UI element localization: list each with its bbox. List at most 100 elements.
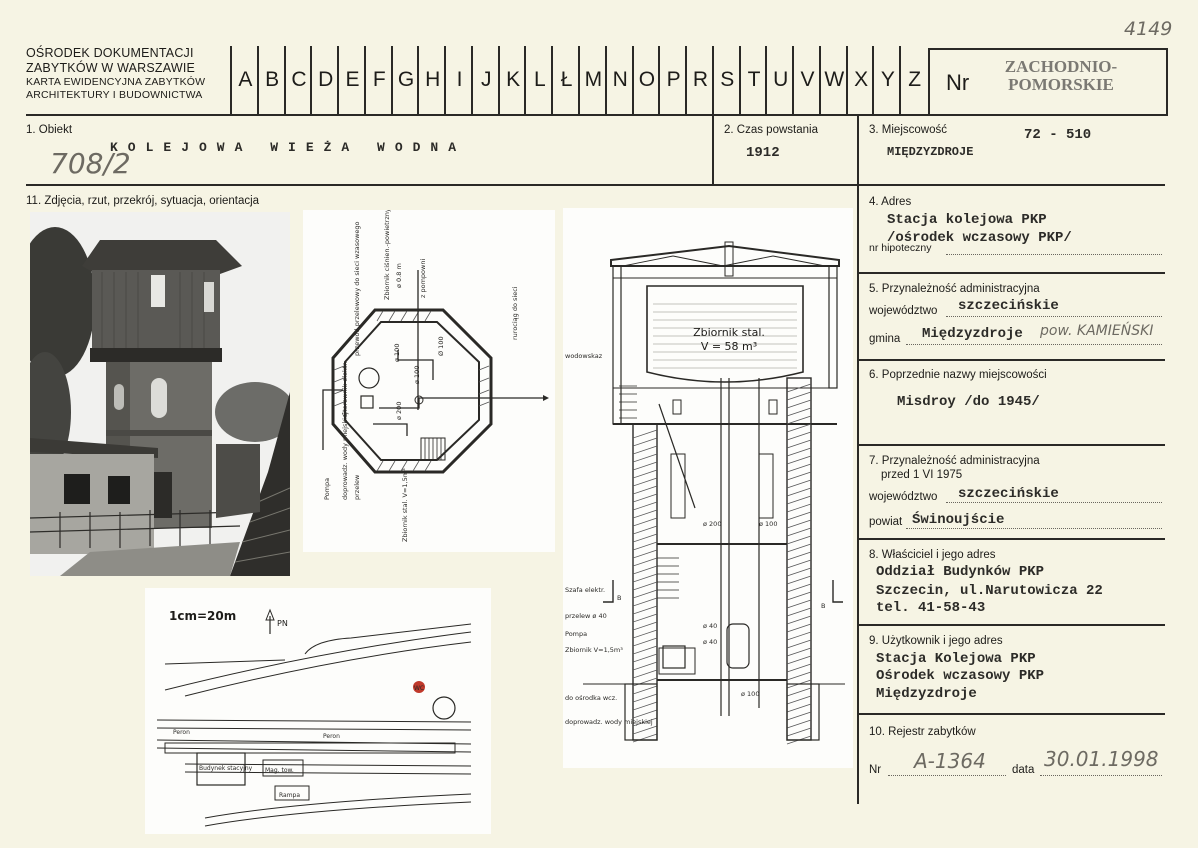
wojewodztwo-value: szczecińskie [958, 298, 1059, 314]
powiat-line [906, 528, 1162, 529]
plan-labels-1: Sterownik elektr. [341, 361, 349, 416]
tower-photograph [30, 212, 290, 576]
site-labels-1: Peron [323, 733, 340, 740]
letter-N: N [604, 46, 634, 114]
plan-labels-12: z pompowni [419, 259, 427, 298]
plan-labels-2: Pompa [323, 478, 331, 500]
plan-labels: przewód przelewowy do sieci wzasowegoSte… [323, 210, 519, 542]
north-label: PN [277, 619, 288, 628]
plan-labels-3: doprowadz. wody miejskiej [341, 412, 349, 500]
section-labels-0: wodowskaz [565, 352, 603, 360]
org-line-3: KARTA EWIDENCYJNA ZABYTKÓW [26, 76, 206, 88]
letter-S: S [711, 46, 741, 114]
region-stamp-line-1: ZACHODNIO- [1004, 57, 1118, 76]
przynaleznosc75-date: przed 1 VI 1975 [881, 469, 963, 481]
letter-Y: Y [872, 46, 901, 114]
letter-I: I [444, 46, 473, 114]
org-line-1: OŚRODEK DOKUMENTACJI [26, 46, 194, 60]
letter-W: W [818, 46, 848, 114]
org-line-2: ZABYTKÓW W WARSZAWIE [26, 61, 196, 75]
divider-8 [857, 624, 1165, 626]
site-labels-0: Peron [173, 729, 190, 736]
rejestr-data-label: data [1012, 764, 1035, 776]
plan-labels-4: przelew [353, 474, 361, 500]
plan-labels-0: przewód przelewowy do sieci wzasowego [353, 221, 361, 356]
site-labels-4: Rampa [279, 792, 300, 799]
letter-J: J [470, 46, 500, 114]
rejestr-nr-line [888, 775, 1006, 776]
wlasciciel-label: 8. Właściciel i jego adres [869, 549, 996, 561]
site-labels-2: Budynek stacyjny [199, 765, 253, 772]
rejestr-nr-label: Nr [869, 764, 882, 776]
uzytkownik-label: 9. Użytkownik i jego adres [869, 635, 1003, 647]
letter-L: L [524, 46, 553, 114]
gmina-hand-note: pow. KAMIEŃSKI [1040, 323, 1154, 339]
uzytkownik-line-1: Stacja Kolejowa PKP [876, 651, 1036, 667]
site-labels-3: Mag. tow. [265, 767, 294, 774]
rejestr-nr-value: A-1364 [914, 749, 986, 773]
zdjecia-label: 11. Zdjęcia, rzut, przekrój, sytuacja, o… [26, 195, 260, 207]
section-labels-8: Zbiornik V=1,5m³ [565, 646, 623, 654]
wojewodztwo75-value: szczecińskie [958, 486, 1059, 502]
letter-M: M [578, 46, 607, 114]
przynaleznosc75-label: 7. Przynależność administracyjna [869, 455, 1040, 467]
letter-H: H [417, 46, 446, 114]
wojewodztwo75-label: województwo [869, 491, 938, 503]
poprzednie-label: 6. Poprzednie nazwy miejscowości [869, 369, 1047, 381]
powiat-label: powiat [869, 516, 903, 528]
plan-labels-10: Zbiornik ciśnien.-powietrzny [383, 210, 391, 300]
gmina-label: gmina [869, 333, 901, 345]
wojewodztwo75-line [946, 502, 1162, 503]
section-labels-1: ø 200 [703, 520, 721, 528]
letter-Z: Z [899, 46, 928, 114]
adres-line-1: Stacja kolejowa PKP [887, 212, 1047, 228]
wojewodztwo-label: województwo [869, 305, 938, 317]
czas-label: 2. Czas powstania [724, 124, 818, 136]
region-stamp: ZACHODNIO- POMORSKIE [996, 58, 1126, 94]
tank-label-2: V = 58 m³ [701, 340, 757, 353]
letter-O: O [631, 46, 661, 114]
letter-V: V [792, 46, 821, 114]
region-stamp-line-2: POMORSKIE [1008, 75, 1114, 94]
gmina-value: Międzyzdroje [922, 326, 1023, 342]
site-scale: 1cm=20m [169, 609, 236, 623]
hipoteczny-line [946, 254, 1162, 255]
site-labels-5: WC [414, 685, 424, 692]
plan-labels-6: ø 100 [393, 344, 401, 362]
section-labels-5: B [821, 602, 825, 610]
letter-K: K [497, 46, 527, 114]
rejestr-data-value: 30.01.1998 [1044, 747, 1159, 771]
divider-col-right [857, 114, 859, 804]
plan-labels-11: ø 0.8 m [395, 263, 403, 288]
czas-value: 1912 [746, 145, 780, 161]
floor-plan-svg: przewód przelewowy do sieci wzasowegoSte… [303, 210, 555, 552]
letter-P: P [658, 46, 687, 114]
letter-G: G [390, 46, 420, 114]
plan-labels-13: rurociąg do sieci [511, 286, 519, 340]
divider-row1 [26, 184, 1165, 186]
section-labels-2: ø 100 [759, 520, 777, 528]
region-box: Nr ZACHODNIO- POMORSKIE [928, 48, 1168, 116]
wlasciciel-line-3: tel. 41-58-43 [876, 600, 986, 616]
powiat-value: Świnoujście [912, 512, 1005, 528]
section-labels-4: B [617, 594, 621, 602]
rejestr-data-line [1040, 775, 1162, 776]
section-labels-13: doprowadz. wody miejskiej [565, 718, 653, 726]
divider-5 [857, 359, 1165, 361]
card-number: 4149 [1124, 18, 1173, 40]
wlasciciel-line-1: Oddział Budynków PKP [876, 564, 1045, 580]
org-line-4: ARCHITEKTURY I BUDOWNICTWA [26, 89, 203, 101]
wojewodztwo-line [946, 316, 1162, 317]
section-labels-12: do ośrodka wcz. [565, 694, 617, 702]
letter-A: A [230, 46, 259, 114]
section-labels-10: ø 40 [703, 638, 717, 646]
plan-labels-8: ø 200 [395, 402, 403, 420]
